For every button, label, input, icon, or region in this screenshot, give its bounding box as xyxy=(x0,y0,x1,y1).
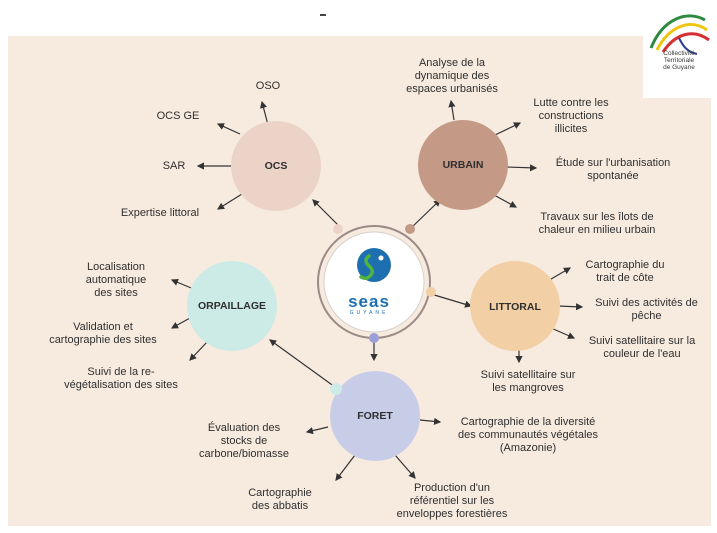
label-couleur-eau: Suivi satellitaire sur la couleur de l'e… xyxy=(588,335,696,360)
connector-ocs-expertise xyxy=(216,193,243,210)
logo-line-2: Territoriale xyxy=(663,57,695,64)
label-referentiel: Production d'un référentiel sur les enve… xyxy=(396,482,508,520)
connector-foret-orpaillage xyxy=(269,339,336,388)
label-stocks: Évaluation des stocks de carbone/biomass… xyxy=(199,422,289,460)
collectivite-logo-mark xyxy=(649,14,710,55)
seas-logo-subtext: GUYANE xyxy=(349,310,389,316)
connector-littoral-couleur xyxy=(550,327,576,339)
label-revegetalisation: Suivi de la re- végétalisation des sites xyxy=(64,366,178,391)
node-littoral-circle xyxy=(470,261,560,351)
label-ocs-ge: OCS GE xyxy=(156,110,200,122)
seas-logo-dot xyxy=(378,255,384,261)
label-etude: Étude sur l'urbanisation spontanée xyxy=(555,157,671,182)
ring-dot-orpaillage xyxy=(330,383,342,395)
connector-center-urbain xyxy=(409,199,441,230)
connector-urbain-analyse xyxy=(448,99,456,121)
label-validation: Validation et cartographie des sites xyxy=(49,321,157,346)
logo-line-3: de Guyane xyxy=(663,64,695,71)
label-oso: OSO xyxy=(255,80,281,92)
top-dash-mark xyxy=(320,14,326,16)
collectivite-logo: Collectivité Territoriale de Guyane xyxy=(643,8,713,98)
node-urbain-label: URBAIN xyxy=(442,159,484,171)
label-mangroves: Suivi satellitaire sur les mangroves xyxy=(480,369,576,394)
connector-center-ocs xyxy=(312,199,341,228)
connector-foret-referentiel xyxy=(394,454,416,479)
label-lutte: Lutte contre les constructions illicites xyxy=(533,97,609,135)
node-foret-label: FORET xyxy=(357,410,393,422)
connector-foret-stocks xyxy=(305,426,329,435)
connector-urbain-lutte xyxy=(494,122,522,136)
ring-dot-ocs xyxy=(333,224,343,234)
seas-logo-text: seas xyxy=(348,292,390,311)
logo-line-1: Collectivité xyxy=(663,50,695,57)
label-trait-de-cote: Cartographie du trait de côte xyxy=(585,259,665,284)
node-ocs-circle xyxy=(231,121,321,211)
label-diversite: Cartographie de la diversité des communa… xyxy=(457,416,599,454)
label-abbatis: Cartographie des abbatis xyxy=(248,487,312,512)
connector-foret-abbatis xyxy=(335,454,356,481)
ring-dot-urbain xyxy=(405,224,415,234)
label-analyse: Analyse de la dynamique des espaces urba… xyxy=(406,57,498,95)
ring-dot-littoral xyxy=(426,287,436,297)
connector-urbain-etude xyxy=(505,164,538,172)
seas-logo-swirl xyxy=(359,254,374,281)
connector-littoral-peche xyxy=(557,303,584,311)
node-littoral-label: LITTORAL xyxy=(489,301,541,313)
connector-foret-diversite xyxy=(419,417,442,425)
connector-orpaillage-validation xyxy=(170,317,191,329)
connector-center-littoral xyxy=(430,293,473,308)
label-expertise-littoral: Expertise littoral xyxy=(120,207,200,219)
connector-orpaillage-revegetalisation xyxy=(189,340,209,361)
label-localisation: Localisation automatique des sites xyxy=(85,261,147,299)
node-orpaillage-circle xyxy=(187,261,277,351)
connector-urbain-travaux xyxy=(493,194,518,208)
node-foret-circle xyxy=(330,371,420,461)
connector-ocs-oso xyxy=(260,100,269,126)
label-sar: SAR xyxy=(162,160,186,172)
node-ocs-label: OCS xyxy=(264,160,288,172)
node-orpaillage-label: ORPAILLAGE xyxy=(197,300,267,312)
ring-dot-foret xyxy=(369,333,379,343)
label-peche: Suivi des activités de pêche xyxy=(595,297,698,322)
connector-ocs-ocsge xyxy=(216,123,241,135)
label-travaux: Travaux sur les îlots de chaleur en mili… xyxy=(538,211,656,236)
node-urbain-circle xyxy=(418,120,508,210)
